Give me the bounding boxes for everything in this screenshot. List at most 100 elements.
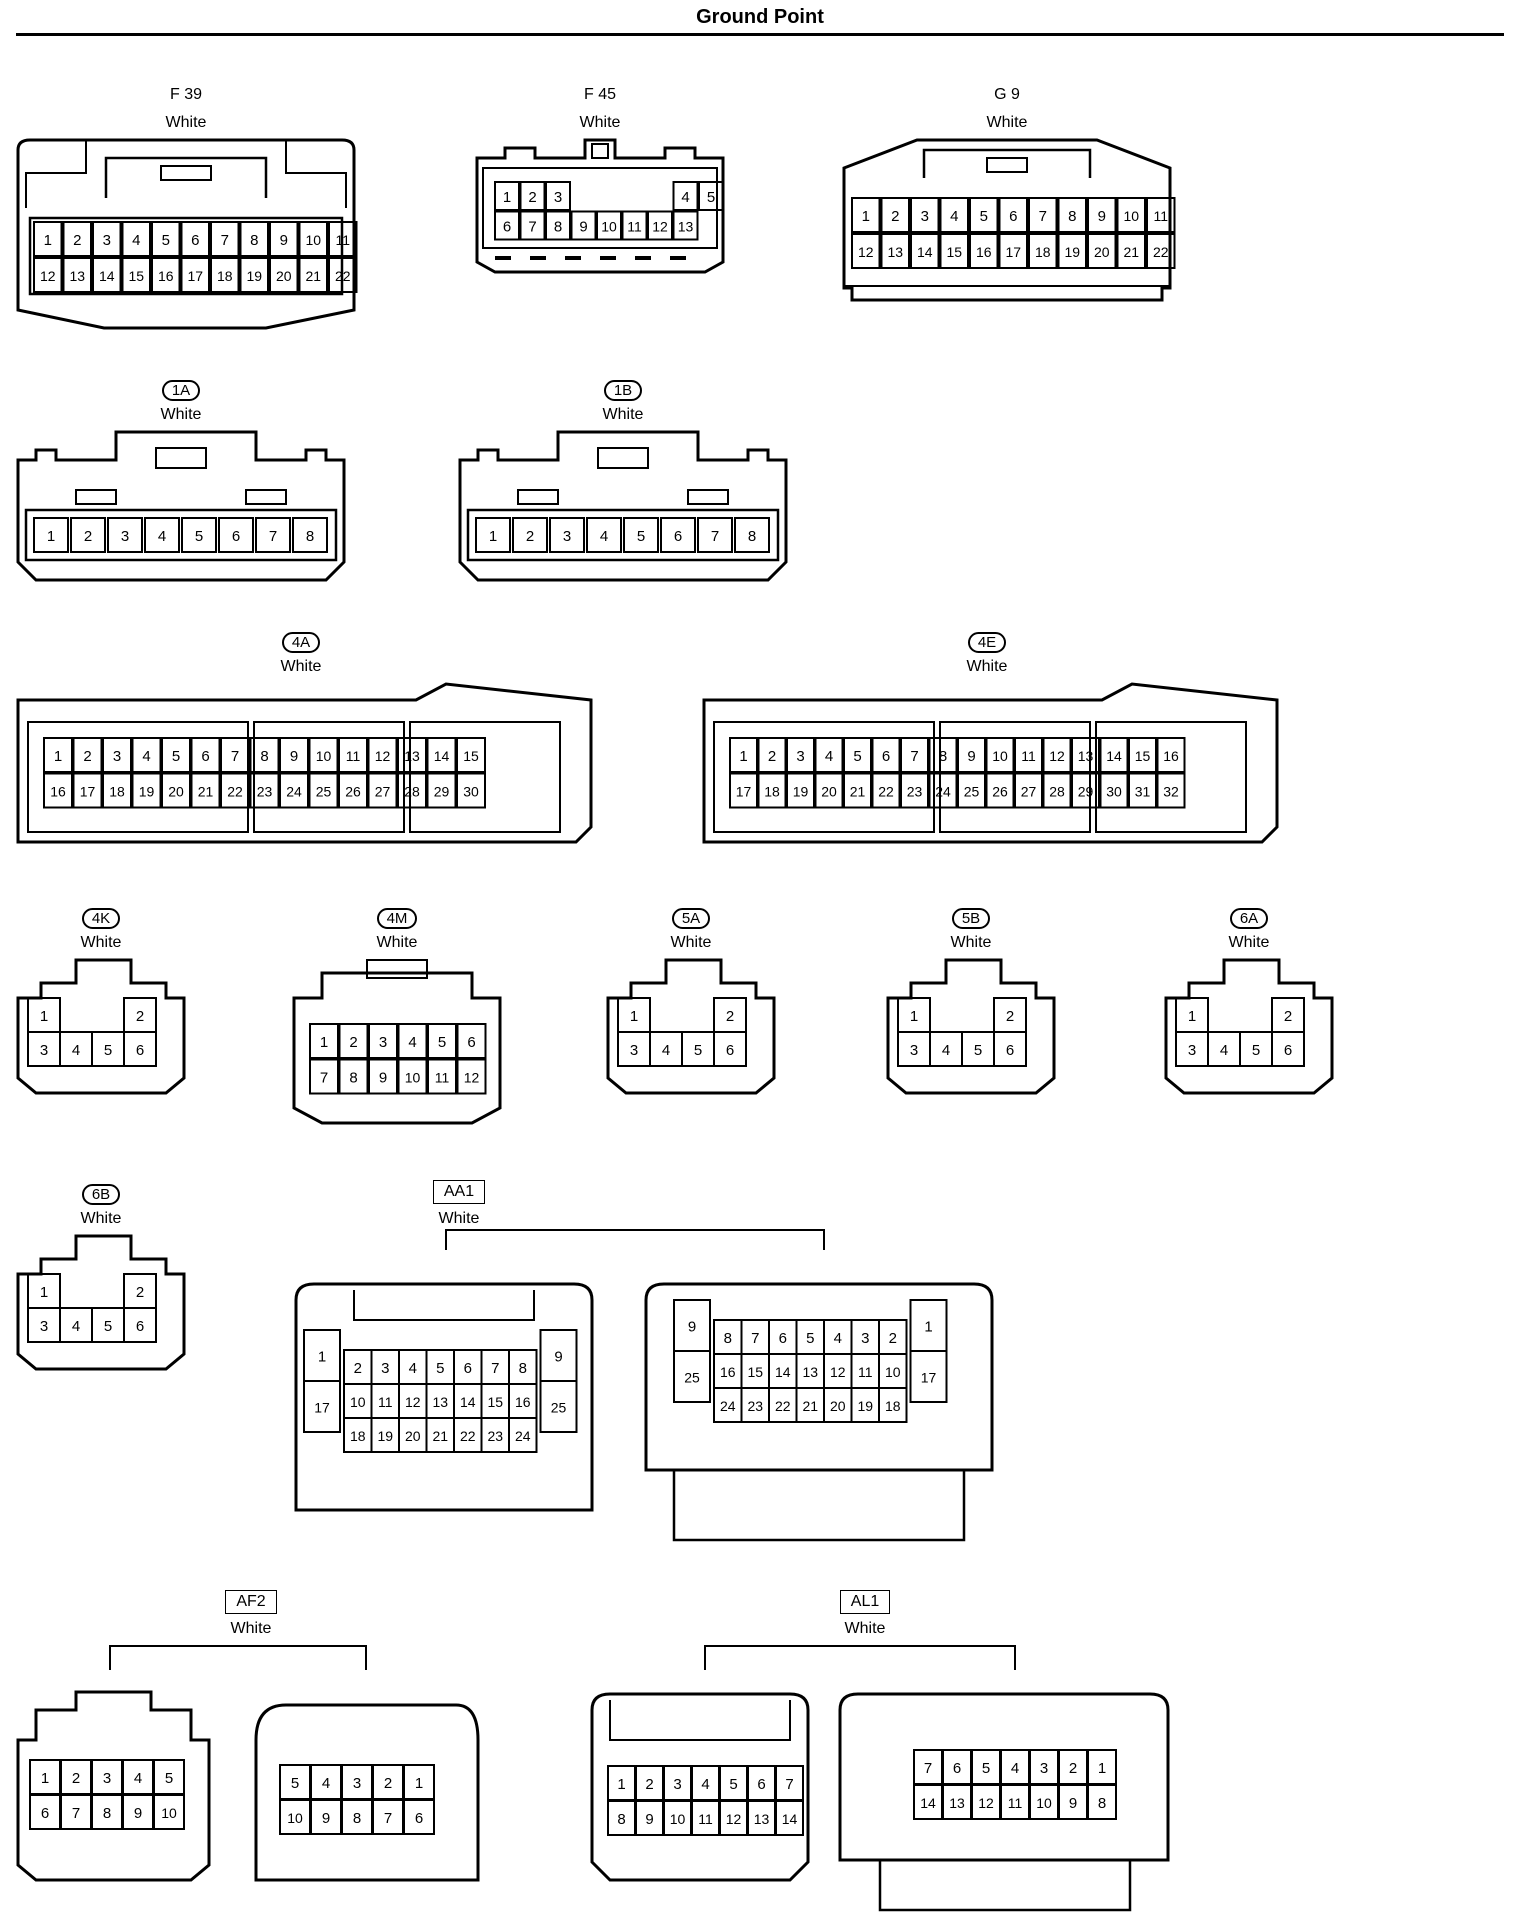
pin-cell [900, 772, 929, 809]
pin-cell [210, 221, 240, 257]
pin-number: 11 [435, 1070, 450, 1086]
pin-cell [1057, 233, 1087, 269]
pin-number: 4 [600, 528, 608, 545]
pin-number: 4 [834, 1330, 842, 1347]
pin-number: 2 [1284, 1008, 1292, 1025]
pin-cell [851, 197, 881, 233]
pin-cell [880, 233, 910, 269]
pin-number: 6 [1009, 208, 1017, 225]
pin-cell [456, 772, 486, 809]
pin-cell [180, 221, 210, 257]
pin-cell [993, 1031, 1027, 1067]
pin-number: 30 [1106, 784, 1122, 800]
pin-cell [92, 221, 122, 257]
pin-number: 6 [953, 1760, 961, 1777]
pin-cell [729, 772, 758, 809]
pin-number: 5 [195, 528, 203, 545]
pin-cell [397, 1023, 428, 1059]
pin-number: 6 [882, 748, 890, 765]
pin-number: 18 [350, 1428, 366, 1444]
pin-number: 2 [84, 528, 92, 545]
pin-cell [153, 1794, 185, 1830]
pin-cell [328, 257, 358, 293]
connector-code: G 9 [994, 86, 1020, 103]
pin-cell [878, 1387, 908, 1423]
pin-number: 7 [269, 528, 277, 545]
pin-number: 14 [434, 748, 450, 764]
connector-color: White [80, 1210, 122, 1227]
pin-number: 29 [1078, 784, 1094, 800]
pin-cell [1271, 1031, 1305, 1067]
pin-cell [494, 181, 520, 211]
pin-number: 2 [72, 1770, 80, 1787]
pin-number: 25 [684, 1370, 700, 1386]
pin-number: 5 [707, 189, 715, 206]
pin-cell [697, 517, 733, 553]
pin-number: 26 [345, 784, 361, 800]
pin-cell [456, 737, 486, 773]
pin-number: 10 [316, 748, 332, 764]
connector-code: 4A [16, 632, 586, 653]
pin-cell [757, 772, 787, 809]
pin-cell [308, 772, 339, 809]
pin-number: 4 [681, 189, 689, 206]
pin-cell [309, 1058, 339, 1095]
pin-cell [269, 257, 299, 293]
pin-number: 10 [992, 748, 1008, 764]
pin-number: 6 [232, 528, 240, 545]
pin-cell [623, 517, 659, 553]
pin-number: 17 [314, 1400, 330, 1416]
pin-number: 15 [747, 1364, 763, 1380]
pin-number: 12 [726, 1811, 742, 1827]
pin-number: 3 [1188, 1042, 1196, 1059]
pin-cell [647, 210, 673, 241]
pin-cell [545, 181, 571, 211]
pin-number: 5 [1252, 1042, 1260, 1059]
pin-number: 21 [305, 268, 321, 284]
pin-number: 5 [853, 748, 861, 765]
pin-number: 3 [113, 748, 121, 765]
pin-number: 20 [168, 784, 184, 800]
pin-number: 8 [748, 528, 756, 545]
connector-color: White [160, 406, 202, 423]
pin-cell [1087, 1784, 1117, 1820]
pin-number: 7 [384, 1810, 392, 1827]
pin-number: 9 [134, 1805, 142, 1822]
pin-number: 8 [349, 1070, 357, 1087]
pin-number: 20 [276, 268, 292, 284]
pin-number: 14 [782, 1811, 798, 1827]
pin-number: 1 [617, 1776, 625, 1793]
pin-cell [92, 257, 122, 293]
connector-code: F 45 [583, 86, 616, 103]
pin-number: 3 [921, 208, 929, 225]
pin-cell [426, 737, 457, 773]
pin-number: 4 [158, 528, 166, 545]
pin-number: 8 [1098, 1795, 1106, 1812]
pin-number: 11 [378, 1394, 393, 1410]
pin-number: 1 [54, 748, 62, 765]
pin-cell [249, 737, 280, 773]
pin-cell [190, 737, 221, 773]
pin-cell [1071, 772, 1100, 809]
pin-number: 5 [974, 1042, 982, 1059]
pin-number: 13 [802, 1364, 818, 1380]
pin-number: 25 [964, 784, 980, 800]
pin-number: 13 [949, 1795, 965, 1811]
pin-number: 25 [316, 784, 332, 800]
pin-number: 8 [260, 748, 268, 765]
pin-number: 10 [670, 1811, 686, 1827]
pin-number: 1 [44, 232, 52, 249]
pin-cell [269, 221, 299, 257]
pin-cell [279, 772, 309, 809]
pin-cell [1071, 737, 1100, 773]
pin-cell [427, 1058, 457, 1095]
pin-number: 28 [1049, 784, 1065, 800]
pin-number: 23 [257, 784, 273, 800]
